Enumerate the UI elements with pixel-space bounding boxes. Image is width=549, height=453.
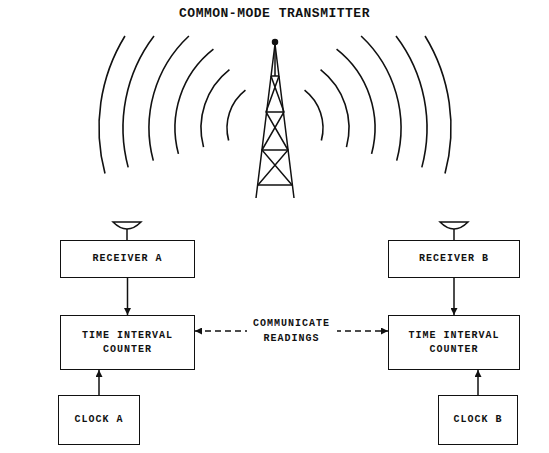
radio-wave <box>201 70 229 147</box>
process-box: TIME INTERVAL COUNTER <box>388 315 520 370</box>
process-box: CLOCK A <box>58 395 140 445</box>
process-box: CLOCK B <box>438 395 518 445</box>
radio-wave <box>149 36 189 161</box>
radio-wave <box>99 36 125 174</box>
edge-label: COMMUNICATE READINGS <box>247 315 337 347</box>
process-box: RECEIVER B <box>388 240 520 278</box>
process-box: TIME INTERVAL COUNTER <box>60 315 195 370</box>
signal-arrow <box>127 278 129 315</box>
radio-wave <box>123 36 154 167</box>
antenna-dish <box>440 222 468 240</box>
box-label: CLOCK A <box>74 413 123 427</box>
box-label: CLOCK B <box>453 413 502 427</box>
signal-arrow <box>477 370 479 395</box>
radio-wave <box>361 36 401 161</box>
radio-wave <box>227 90 245 140</box>
radio-wave <box>337 49 375 154</box>
radio-wave <box>175 49 213 154</box>
radio-wave <box>321 70 349 147</box>
box-label: TIME INTERVAL COUNTER <box>67 329 188 356</box>
antenna-dish <box>113 222 141 240</box>
radio-wave <box>305 90 323 140</box>
radio-wave <box>425 36 451 174</box>
signal-arrow <box>453 278 455 315</box>
signal-arrow <box>98 370 100 395</box>
radio-waves <box>99 36 451 174</box>
diagram-title: COMMON-MODE TRANSMITTER <box>0 6 549 21</box>
radio-wave <box>396 36 427 167</box>
box-label: RECEIVER B <box>419 252 489 266</box>
tower-symbol <box>256 40 294 199</box>
box-label: TIME INTERVAL COUNTER <box>395 329 513 356</box>
box-label: RECEIVER A <box>92 252 162 266</box>
process-box: RECEIVER A <box>60 240 195 278</box>
